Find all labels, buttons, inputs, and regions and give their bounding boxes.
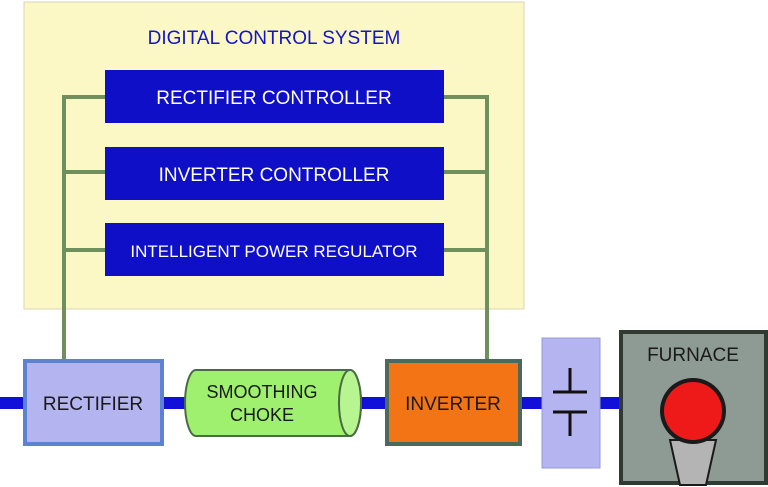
inverter-controller-block (105, 147, 444, 200)
capacitor-block (541, 337, 601, 469)
rectifier-controller-block (105, 70, 444, 123)
control-system-title: DIGITAL CONTROL SYSTEM (148, 28, 401, 49)
control-wiring (62, 95, 489, 360)
smoothing-choke (184, 369, 362, 437)
inverter-block (385, 359, 522, 446)
smoothing-choke-label-line1: SMOOTHING (207, 382, 318, 402)
inverter-controller-label: INVERTER CONTROLLER (159, 165, 390, 186)
rectifier-label: RECTIFIER (43, 394, 143, 415)
furnace-crucible-icon (660, 378, 726, 486)
intelligent-power-regulator-block (105, 223, 444, 276)
rectifier-block (23, 359, 164, 446)
inverter-label: INVERTER (405, 394, 501, 415)
smoothing-choke-label-line2: CHOKE (230, 405, 294, 425)
furnace-label: FURNACE (647, 345, 739, 366)
rectifier-controller-label: RECTIFIER CONTROLLER (156, 88, 391, 109)
capacitor-icon (553, 368, 587, 436)
intelligent-power-regulator-label: INTELLIGENT POWER REGULATOR (130, 242, 417, 261)
